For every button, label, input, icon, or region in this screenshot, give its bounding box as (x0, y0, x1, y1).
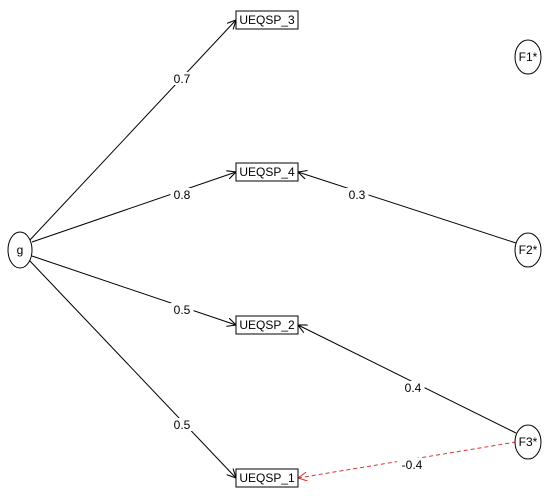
observed-variable-box (235, 10, 299, 30)
node-g: g (7, 231, 33, 269)
edge-label-f3-to-uqs2: 0.4 (405, 381, 422, 395)
edge-f3-to-uqs1 (298, 441, 517, 478)
edge-f3-to-uqs2 (298, 325, 517, 434)
observed-variable-box (235, 315, 299, 335)
node-label: g (17, 243, 24, 257)
node-label: F2* (519, 243, 538, 257)
edges-layer: 0.7 0.8 0.5 0.5 0.3 0.4 -0.4 (28, 20, 517, 478)
node-f1: F1* (514, 39, 542, 75)
latent-variable-ellipse (7, 231, 33, 269)
edge-label-bg (170, 72, 194, 85)
edge-g-to-uqs4 (31, 172, 236, 243)
edge-g-to-uqs2 (31, 255, 236, 325)
edge-label-g-to-uqs1: 0.5 (174, 418, 191, 432)
observed-variable-box (235, 468, 299, 488)
node-label: UEQSP_2 (239, 318, 295, 332)
edge-label-bg (345, 188, 369, 201)
edge-label-f2-to-uqs4: 0.3 (349, 188, 366, 202)
edge-label-g-to-uqs4: 0.8 (174, 188, 191, 202)
node-uqs3: UEQSP_3 (235, 10, 299, 30)
latent-variable-ellipse (514, 232, 542, 268)
edge-f2-to-uqs4 (298, 172, 517, 244)
node-label: F3* (519, 435, 538, 449)
edge-label-bg (397, 458, 427, 471)
node-uqs4: UEQSP_4 (235, 162, 299, 182)
node-label: UEQSP_4 (239, 165, 295, 179)
node-label: UEQSP_1 (239, 471, 295, 485)
edge-label-bg (170, 303, 194, 316)
edge-g-to-uqs1 (28, 259, 236, 478)
latent-variable-ellipse (514, 424, 542, 460)
latent-variable-ellipse (514, 39, 542, 75)
edge-label-g-to-uqs3: 0.7 (174, 72, 191, 86)
edge-label-bg (170, 418, 194, 431)
edge-label-bg (170, 188, 194, 201)
node-label: UEQSP_3 (239, 13, 295, 27)
node-uqs1: UEQSP_1 (235, 468, 299, 488)
edge-label-g-to-uqs2: 0.5 (174, 303, 191, 317)
node-f3: F3* (514, 424, 542, 460)
edge-label-bg (401, 381, 425, 394)
node-f2: F2* (514, 232, 542, 268)
edge-g-to-uqs3 (28, 20, 236, 242)
node-label: F1* (519, 50, 538, 64)
edge-label-f3-to-uqs1: -0.4 (402, 458, 423, 472)
observed-variable-box (235, 162, 299, 182)
node-uqs2: UEQSP_2 (235, 315, 299, 335)
